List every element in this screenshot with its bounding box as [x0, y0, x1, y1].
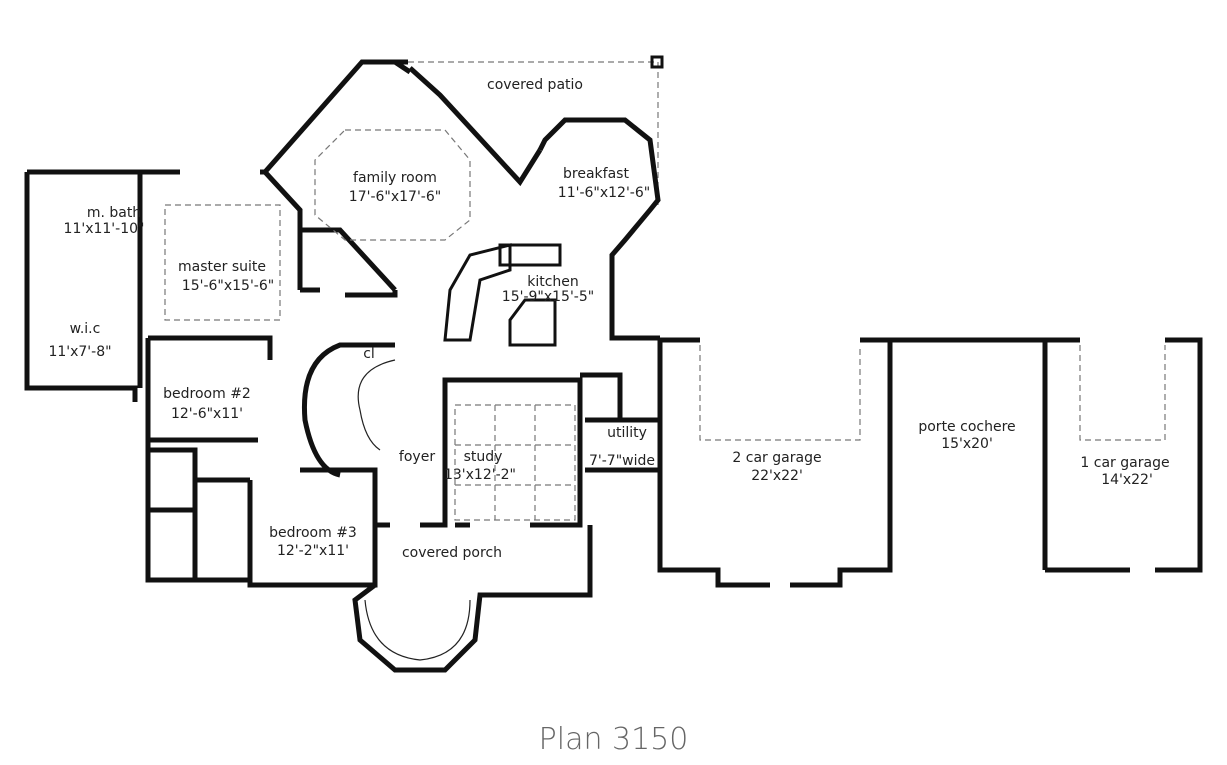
size-bedroom3: 12'-2"x11' [277, 543, 349, 559]
master-ceiling [164, 204, 281, 321]
size-family-room: 17'-6"x17'-6" [349, 189, 441, 205]
label-kitchen: kitchen [527, 274, 579, 290]
size-m-bath: 11'x11'-10" [64, 221, 145, 237]
size-master-suite: 15'-6"x15'-6" [182, 278, 274, 294]
patio-post [650, 55, 664, 69]
garage1-door [1079, 345, 1166, 441]
wall-bath2 [148, 447, 198, 580]
label-1-car-garage: 1 car garage [1080, 455, 1169, 471]
label-covered-porch: covered porch [402, 545, 502, 561]
family-ceiling [314, 129, 471, 241]
study-grid [454, 404, 576, 521]
label-porte-cochere: porte cochere [918, 419, 1015, 435]
size-2-car-garage: 22'x22' [751, 468, 803, 484]
label-breakfast: breakfast [563, 166, 629, 182]
label-bedroom3: bedroom #3 [269, 525, 357, 541]
wall-garage1 [1045, 337, 1203, 573]
label-m-bath: m. bath [87, 205, 141, 221]
label-study: study [464, 449, 503, 465]
wall-foyer [375, 377, 583, 528]
label-foyer: foyer [399, 449, 435, 465]
label-wic: w.i.c [70, 321, 101, 337]
label-covered-patio: covered patio [487, 77, 583, 93]
size-porte-cochere: 15'x20' [941, 436, 993, 452]
label-2-car-garage: 2 car garage [732, 450, 821, 466]
label-bedroom2: bedroom #2 [163, 386, 251, 402]
size-study: 13'x12'-2" [444, 467, 516, 483]
label-closet: cl [363, 346, 375, 362]
plan-caption: Plan 3150 [538, 722, 689, 757]
label-family-room: family room [353, 170, 437, 186]
stair-inner [357, 359, 396, 451]
size-bedroom2: 12'-6"x11' [171, 406, 243, 422]
size-breakfast: 11'-6"x12'-6" [558, 185, 650, 201]
wall-family-right [408, 66, 543, 187]
wall-master-inner [145, 170, 397, 583]
porch-arc [364, 599, 471, 661]
size-kitchen: 15'-9"x15'-5" [502, 289, 594, 305]
label-master-suite: master suite [178, 259, 266, 275]
wall-porch [352, 525, 593, 673]
patio-outline [408, 61, 659, 205]
wall-master-wing [24, 169, 143, 402]
size-1-car-garage: 14'x22' [1101, 472, 1153, 488]
wall-breakfast-bay [537, 117, 661, 341]
wall-porte-cochere [887, 337, 1048, 570]
stair-outer [301, 342, 395, 478]
wall-master-top [140, 59, 412, 175]
size-utility: 7'-7"wide [589, 453, 655, 469]
kitchen-bar [498, 243, 562, 267]
garage2-door [699, 345, 861, 441]
kitchen-island [508, 298, 557, 347]
size-wic: 11'x7'-8" [48, 344, 111, 360]
wall-bath-hall [300, 287, 398, 298]
label-utility: utility [607, 425, 647, 441]
wall-garage2 [657, 337, 893, 588]
kitchen-counter [443, 243, 512, 342]
